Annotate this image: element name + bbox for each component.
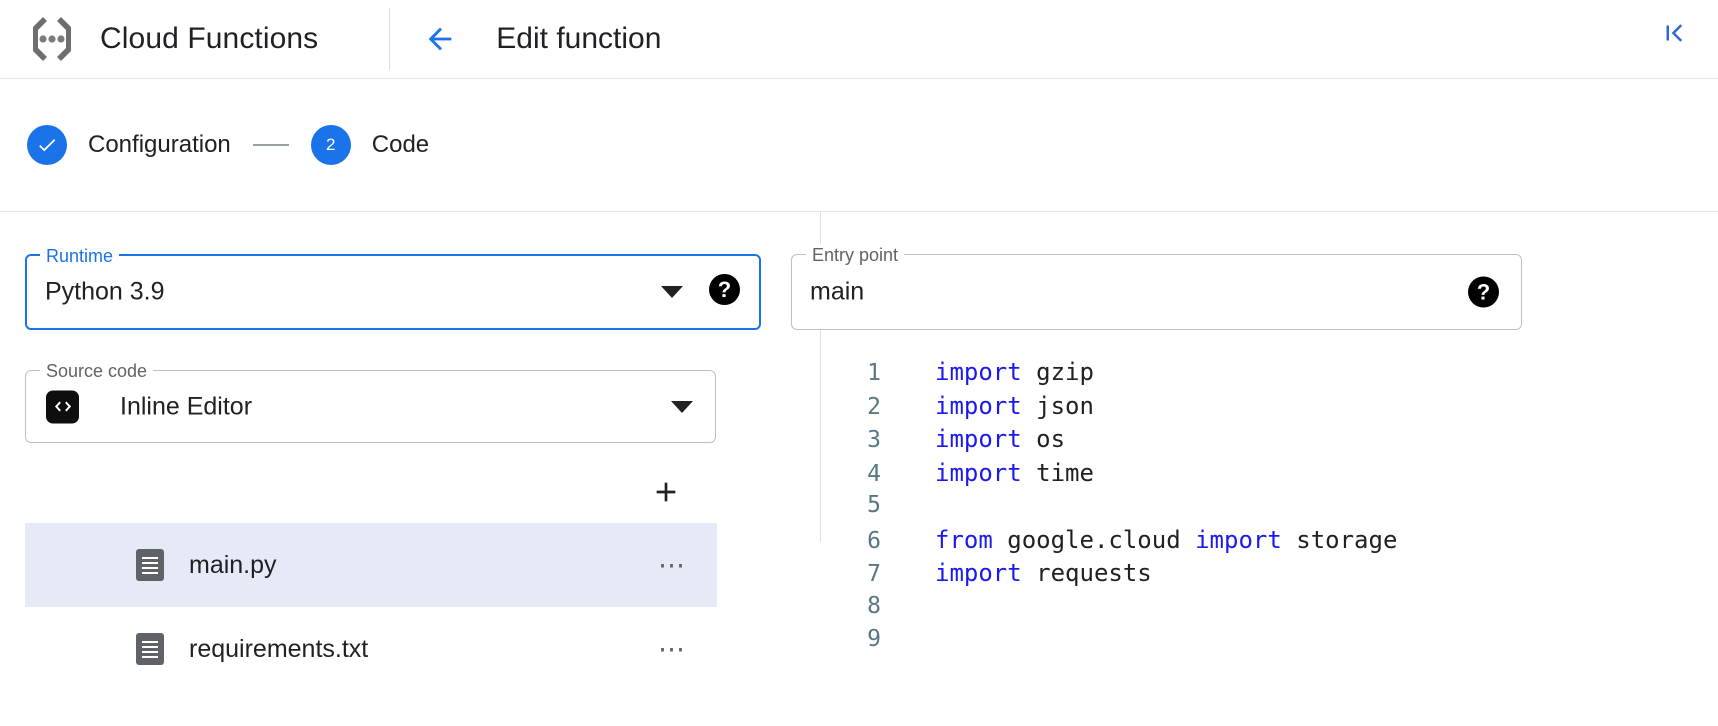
code-line: 4 import time — [821, 459, 1718, 493]
code-line: 2 import json — [821, 392, 1718, 426]
line-number: 4 — [867, 460, 881, 487]
cloud-functions-logo-icon — [24, 11, 80, 67]
file-icon — [136, 549, 164, 581]
code-keyword: import — [1195, 525, 1282, 554]
code-line: 5 — [821, 492, 1718, 526]
code-text: import requests — [935, 559, 1152, 587]
code-identifier: os — [1021, 425, 1066, 453]
line-number: 5 — [867, 492, 881, 518]
code-identifier: json — [1021, 391, 1094, 420]
collapse-panel-button[interactable] — [1652, 11, 1696, 55]
code-keyword: from — [935, 525, 993, 554]
runtime-help-icon[interactable]: ? — [709, 274, 740, 305]
line-number: 2 — [867, 393, 881, 420]
brand-area: Cloud Functions — [0, 0, 318, 78]
file-row-requirements-txt[interactable]: requirements.txt ⋯ — [25, 607, 717, 691]
code-text: import json — [935, 392, 1094, 420]
check-icon — [39, 139, 56, 152]
code-identifier: google.cloud — [992, 525, 1196, 554]
code-keyword: import — [935, 425, 1022, 453]
step-connector — [252, 144, 289, 146]
step-configuration-badge — [27, 125, 67, 165]
runtime-select[interactable]: Runtime Python 3.9 — [25, 245, 761, 330]
overflow-menu-icon[interactable]: ⋯ — [658, 549, 687, 580]
code-keyword: import — [935, 391, 1022, 420]
code-keyword: import — [935, 559, 1022, 587]
code-line: 1 import gzip — [821, 358, 1718, 392]
entry-point-value: main — [810, 277, 865, 306]
file-list: main.py ⋯ requirements.txt ⋯ — [25, 523, 717, 691]
code-identifier: time — [1021, 458, 1094, 487]
body-area: Runtime Python 3.9 ? Entry point main ? … — [0, 212, 1718, 726]
entry-point-help-icon[interactable]: ? — [1468, 276, 1499, 308]
pane-divider — [820, 212, 821, 542]
file-icon — [136, 633, 164, 665]
line-number: 7 — [867, 561, 881, 587]
entry-point-label: Entry point — [806, 244, 905, 266]
brand-title: Cloud Functions — [100, 22, 319, 55]
entry-point-input[interactable]: Entry point main ? — [791, 244, 1522, 330]
runtime-label: Runtime — [40, 245, 120, 267]
code-line: 6 from google.cloud import storage — [821, 526, 1718, 560]
code-line: 9 — [821, 626, 1718, 660]
code-text: import time — [935, 459, 1094, 487]
appbar-divider — [389, 8, 391, 70]
code-line: 7 import requests — [821, 559, 1718, 593]
code-line: 3 import os — [821, 425, 1718, 459]
step-code[interactable]: 2 Code — [310, 125, 430, 165]
code-line: 8 — [821, 593, 1718, 627]
runtime-value: Python 3.9 — [45, 277, 165, 306]
code-identifier: gzip — [1021, 358, 1094, 386]
app-bar: Cloud Functions Edit function — [0, 0, 1718, 79]
plus-icon — [656, 482, 676, 502]
add-file-button[interactable] — [644, 470, 688, 514]
back-button[interactable] — [416, 15, 464, 63]
page-title: Edit function — [496, 22, 662, 55]
overflow-menu-icon[interactable]: ⋯ — [658, 633, 687, 664]
line-number: 1 — [867, 360, 881, 386]
source-code-label: Source code — [40, 360, 154, 382]
stepper: Configuration 2 Code — [0, 79, 1718, 212]
file-name: main.py — [189, 550, 277, 579]
step-code-badge: 2 — [310, 125, 351, 165]
code-editor[interactable]: 1 import gzip 2 import json 3 import os 4 impor… — [821, 358, 1718, 660]
code-text: import gzip — [935, 358, 1094, 386]
code-keyword: import — [935, 458, 1022, 487]
code-text: from google.cloud import storage — [935, 526, 1397, 554]
code-identifier: requests — [1021, 559, 1152, 587]
code-text: import os — [935, 425, 1065, 453]
chevron-down-icon[interactable] — [661, 286, 683, 298]
step-code-label: Code — [371, 131, 430, 158]
source-code-select[interactable]: Source code Inline Editor — [25, 360, 716, 443]
line-number: 3 — [867, 427, 881, 453]
line-number: 9 — [867, 626, 881, 652]
chevron-down-icon[interactable] — [671, 400, 693, 413]
code-brackets-icon — [46, 390, 79, 423]
step-configuration[interactable]: Configuration — [27, 125, 231, 165]
line-number: 6 — [867, 527, 881, 554]
arrow-left-icon — [428, 27, 452, 51]
source-code-value: Inline Editor — [120, 392, 253, 420]
collapse-panel-icon — [1666, 24, 1683, 42]
code-identifier: storage — [1281, 525, 1398, 554]
line-number: 8 — [867, 592, 881, 619]
step-configuration-label: Configuration — [88, 131, 231, 158]
file-row-main-py[interactable]: main.py ⋯ — [25, 523, 717, 607]
file-name: requirements.txt — [189, 634, 369, 663]
code-keyword: import — [935, 358, 1022, 386]
